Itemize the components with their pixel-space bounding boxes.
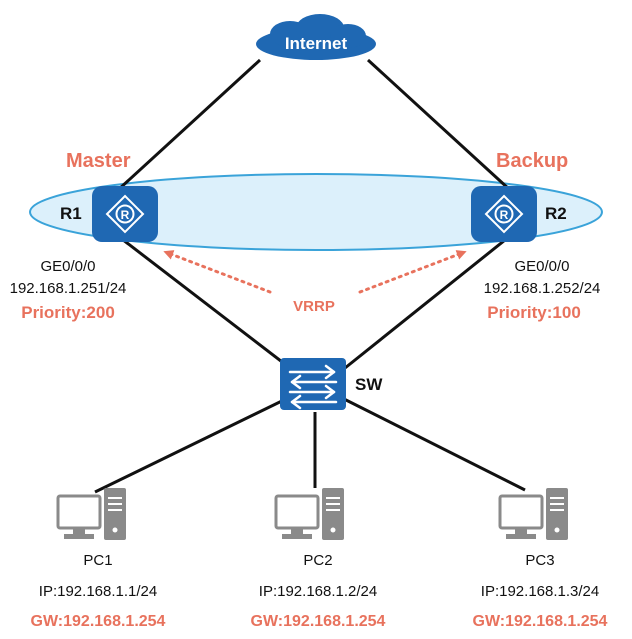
r2-interface: GE0/0/0 — [514, 258, 570, 275]
network-links — [94, 58, 526, 494]
pc3-ip: IP:192.168.1.3/24 — [480, 583, 600, 600]
router-icon: R — [92, 186, 158, 242]
pc3-gw: GW:192.168.1.254 — [472, 613, 608, 630]
r2-ip: 192.168.1.252/24 — [483, 280, 601, 297]
pc1-ip: IP:192.168.1.1/24 — [38, 583, 158, 600]
switch-name: SW — [355, 375, 383, 394]
pc-icon — [274, 488, 344, 540]
pc3-name: PC3 — [525, 552, 555, 569]
r1-interface: GE0/0/0 — [40, 258, 96, 275]
router-r2-name: R2 — [545, 204, 567, 223]
pc2-ip: IP:192.168.1.2/24 — [258, 583, 378, 600]
router-r1-name: R1 — [60, 204, 82, 223]
link-sw-pc1 — [94, 396, 289, 494]
link-r1-sw — [117, 234, 291, 370]
cloud-icon — [256, 14, 376, 60]
link-internet-r2 — [366, 58, 512, 192]
pc-icon — [498, 488, 568, 540]
pc2-gw: GW:192.168.1.254 — [250, 613, 386, 630]
pc-icon — [56, 488, 126, 540]
link-sw-pc3 — [341, 396, 526, 492]
link-internet-r1 — [116, 58, 262, 192]
vrrp-arrow-to-r1 — [163, 250, 272, 294]
master-role-label: Master — [66, 150, 131, 172]
router-icon: R — [471, 186, 537, 242]
r1-priority: Priority:200 — [21, 303, 115, 322]
vrrp-arrow-to-r2 — [358, 250, 467, 294]
svg-text:R: R — [500, 208, 509, 222]
vrrp-label: VRRP — [293, 298, 335, 315]
pc1-gw: GW:192.168.1.254 — [30, 613, 166, 630]
r2-priority: Priority:100 — [487, 303, 581, 322]
pc1-name: PC1 — [83, 552, 113, 569]
link-r2-sw — [344, 234, 511, 370]
svg-text:R: R — [121, 208, 130, 222]
internet-label: Internet — [284, 34, 348, 53]
vrrp-group-zone — [29, 173, 603, 251]
backup-role-label: Backup — [496, 150, 569, 172]
pc-icons — [56, 488, 568, 540]
pc2-name: PC2 — [303, 552, 333, 569]
r1-ip: 192.168.1.251/24 — [9, 280, 127, 297]
switch-icon — [280, 358, 346, 410]
